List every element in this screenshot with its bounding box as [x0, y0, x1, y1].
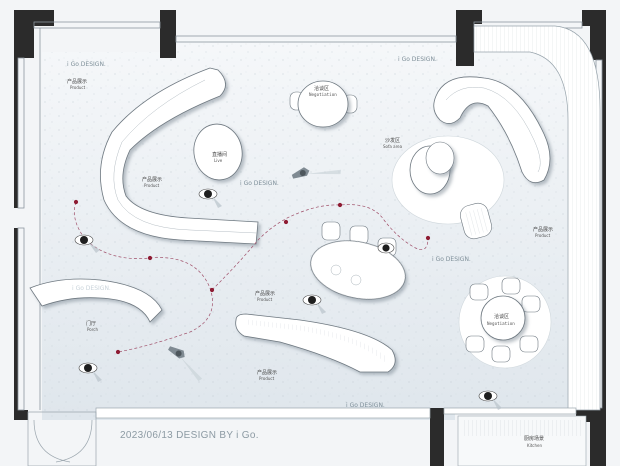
person-figure: [478, 390, 502, 410]
watermark-text: i Go DESIGN.: [398, 56, 437, 63]
person-figure: [78, 362, 102, 382]
watermark-text: i Go DESIGN.: [67, 61, 106, 68]
zone-label-cn: 直播间: [212, 151, 227, 158]
zone-label-en: Product: [535, 233, 551, 238]
zone-label-product-bottom: 产品展示 Product: [257, 369, 277, 381]
zone-label-cn: 产品展示: [257, 369, 277, 376]
route-point: [115, 349, 121, 355]
visitor-route: [73, 199, 431, 355]
zone-label-en: Negotiation: [309, 92, 337, 97]
watermark-text: i Go DESIGN.: [346, 402, 385, 409]
product-display-curve-top: [100, 67, 259, 245]
zone-label-cn: 产品展示: [142, 176, 162, 183]
zone-label-cn: 产品展示: [67, 78, 87, 85]
live-table: [193, 123, 243, 181]
zone-label-product-top-left: 产品展示 Product: [67, 78, 87, 90]
zone-label-sofa: 沙发区 Sofa area: [383, 137, 403, 149]
footer-credit: 2023/06/13 DESIGN BY i Go.: [120, 430, 259, 441]
zone-label-negotiation-top: 洽谈区 Negotiation: [309, 85, 337, 97]
zone-label-en: Negotiation: [487, 321, 515, 326]
route-point: [283, 219, 289, 225]
zone-label-cn: 产品展示: [533, 226, 553, 233]
watermarks: i Go DESIGN. i Go DESIGN. i Go DESIGN. i…: [67, 56, 471, 409]
floor-area: [36, 30, 590, 420]
zone-label-porch: 门厅 Porch: [86, 320, 98, 332]
curved-window-bench: [473, 25, 601, 411]
product-display-curve-porch: [29, 278, 163, 323]
zone-label-cn: 门厅: [86, 320, 96, 327]
wall-left-upper: [14, 58, 18, 208]
zone-label-cn: 产品展示: [255, 290, 275, 297]
person-figure: [74, 234, 100, 253]
sofa-area-rug: [391, 135, 505, 240]
zone-label-product-right: 产品展示 Product: [533, 226, 553, 238]
wall-column-bottom: [430, 408, 444, 466]
zone-label-cn: 沙发区: [385, 137, 400, 144]
watermark-text: i Go DESIGN.: [72, 285, 111, 292]
wall-corner-bottom-right: [590, 408, 606, 466]
sofa-curved: [433, 76, 551, 184]
wall-column-top: [160, 10, 176, 58]
watermark-text: i Go DESIGN.: [240, 180, 279, 187]
walls: [14, 10, 606, 466]
watermark-text: i Go DESIGN.: [432, 256, 471, 263]
negotiation-table-top: [289, 80, 358, 128]
zone-label-en: Live: [214, 158, 223, 163]
zone-label-en: Product: [70, 85, 86, 90]
wall-left-lower: [14, 228, 18, 420]
wall-right: [602, 60, 606, 408]
wall-column-bottom-left: [14, 410, 28, 420]
route-point: [337, 202, 343, 208]
zone-label-en: Product: [259, 376, 275, 381]
zone-label-en: Porch: [87, 327, 98, 332]
person-figure: [198, 188, 222, 208]
route-point: [73, 199, 79, 205]
route-point: [425, 235, 431, 241]
person-figure-walking: [291, 167, 342, 179]
zone-label-cn: 厨房场景: [524, 435, 544, 442]
entrance-doors: [27, 407, 577, 466]
zone-label-live: 直播间 Live: [212, 151, 227, 163]
person-figure: [377, 242, 395, 254]
zone-label-en: Product: [257, 297, 273, 302]
product-display-bottom: [235, 313, 396, 373]
route-point: [147, 255, 153, 261]
zone-label-en: Product: [144, 183, 160, 188]
person-figure: [302, 294, 326, 314]
negotiation-table-right: [458, 275, 552, 369]
route-point: [209, 287, 215, 293]
zone-label-negotiation-right: 洽谈区 Negotiation: [487, 313, 515, 326]
zone-label-cn: 洽谈区: [314, 85, 329, 92]
zone-label-kitchen: 厨房场景 Kitchen: [524, 435, 544, 448]
zone-label-cn: 洽谈区: [494, 313, 509, 320]
person-figures: [74, 167, 502, 410]
kitchen-counter: [457, 415, 587, 466]
zone-label-en: Sofa area: [383, 144, 403, 149]
zone-label-product-center: 产品展示 Product: [255, 290, 275, 302]
zone-label-product-mid-left: 产品展示 Product: [142, 176, 162, 188]
person-figure-walking: [168, 346, 203, 382]
zone-label-en: Kitchen: [527, 443, 542, 448]
